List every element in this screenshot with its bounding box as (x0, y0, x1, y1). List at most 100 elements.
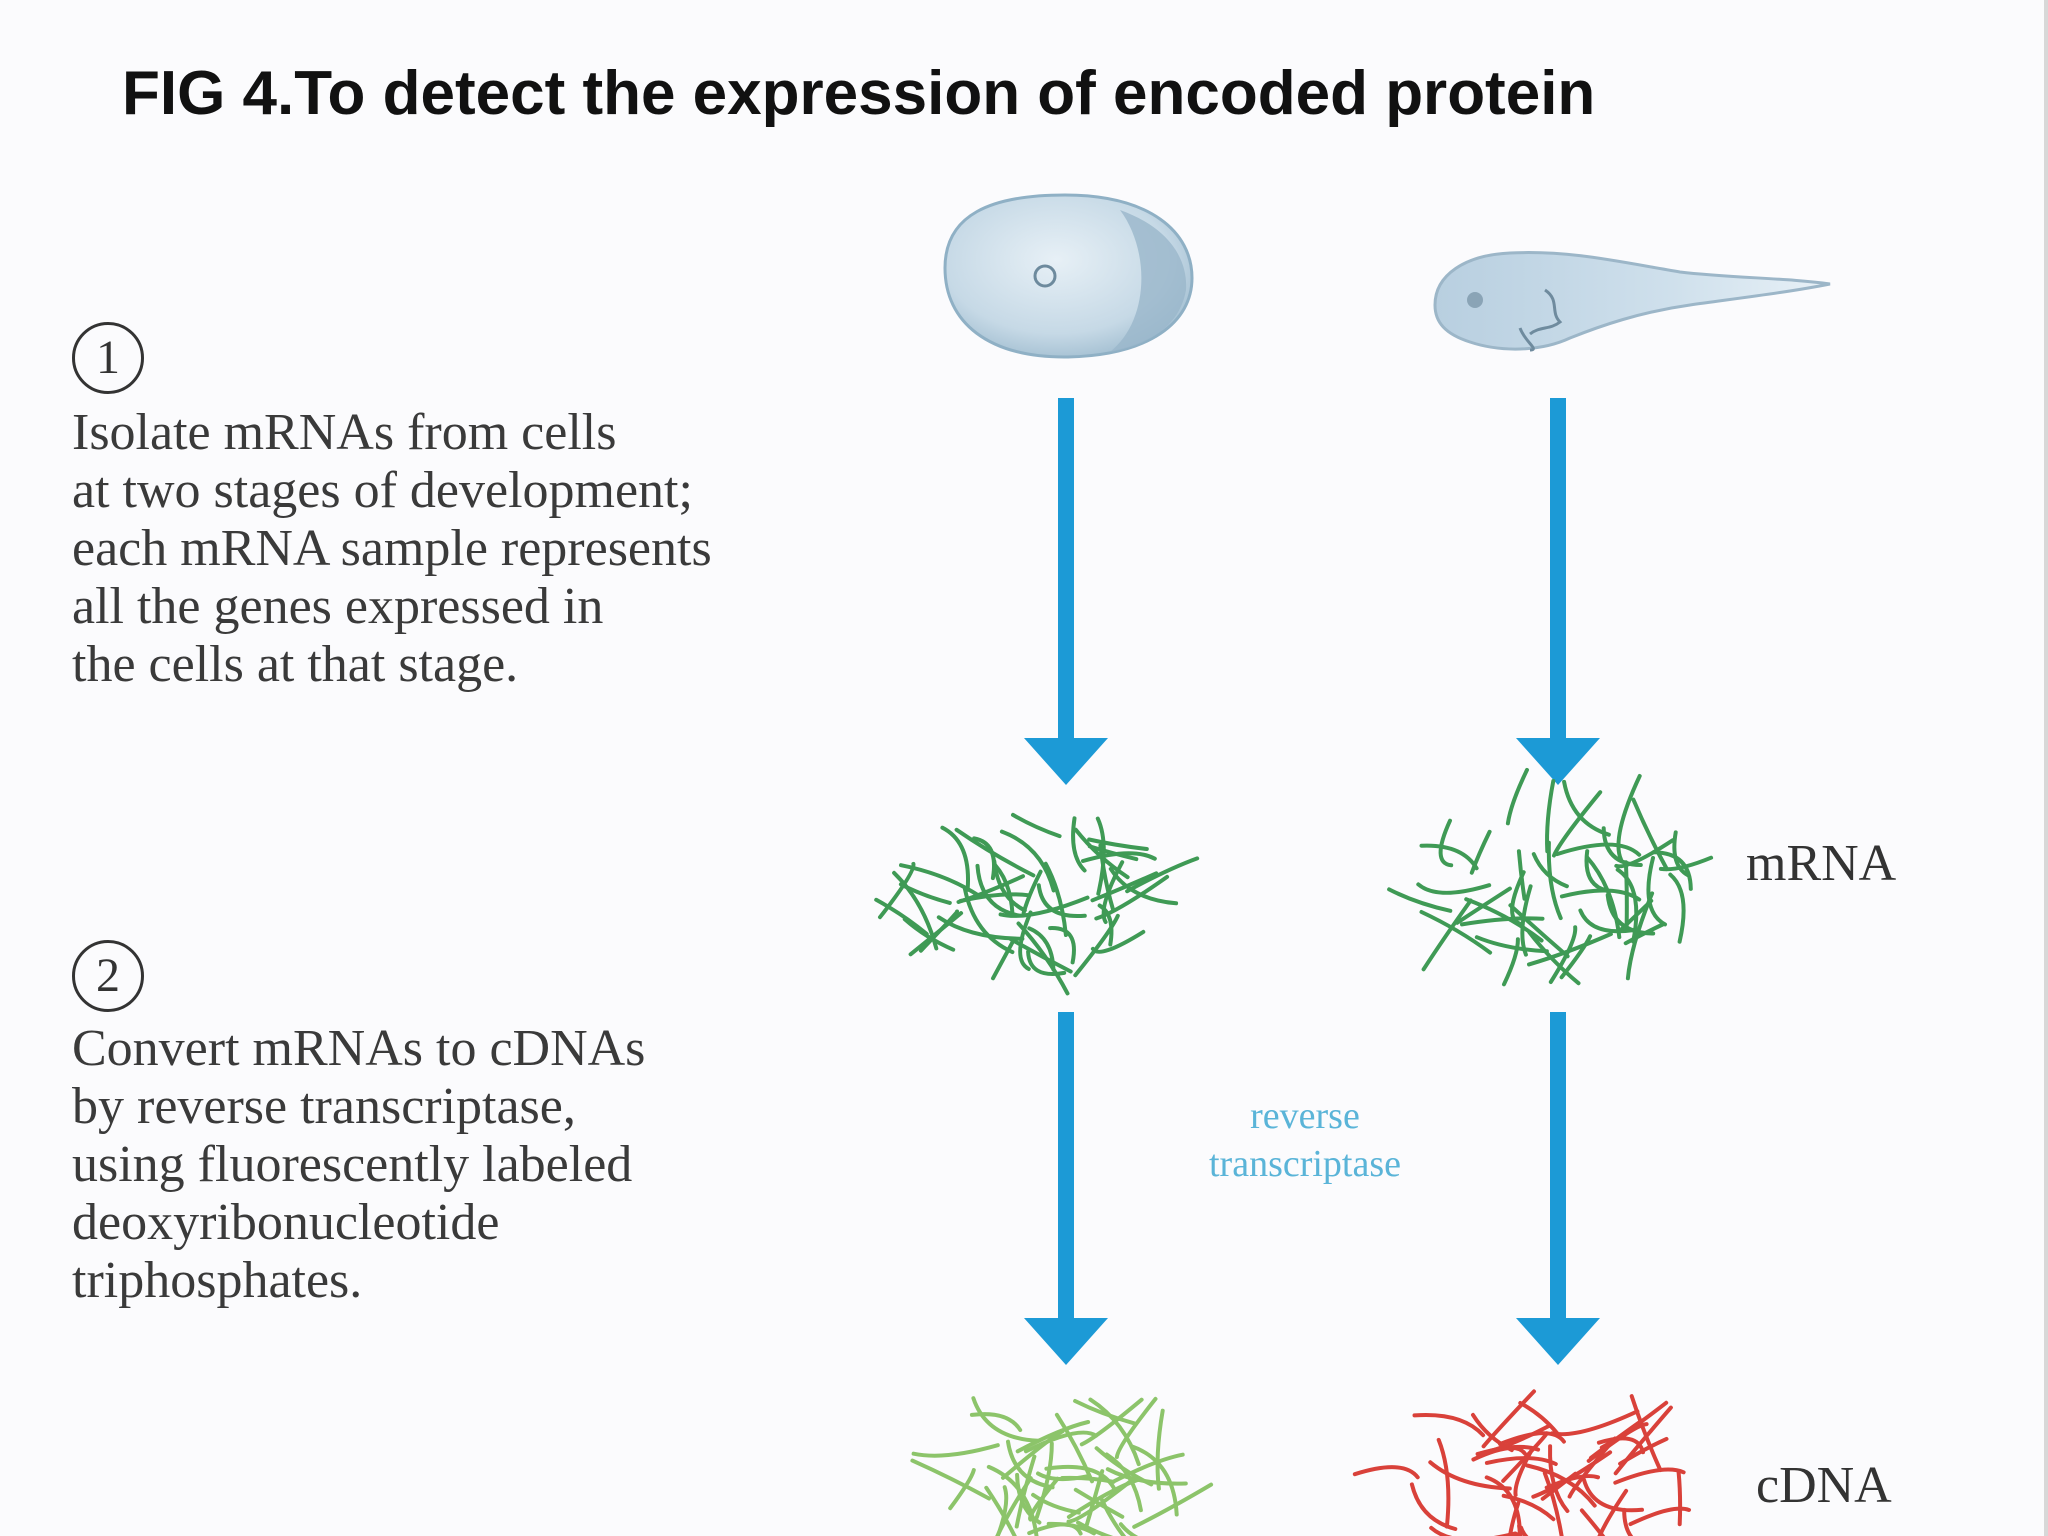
strand (1387, 887, 1453, 913)
strand (1429, 1525, 1518, 1536)
strand (1076, 1520, 1114, 1536)
strand (1155, 1408, 1165, 1491)
strand (1676, 1470, 1683, 1527)
strand (1542, 1471, 1564, 1536)
strand (1597, 1488, 1629, 1536)
strand (936, 915, 1025, 941)
step-1-text: Isolate mRNAs from cells at two stages o… (72, 404, 712, 693)
strand (962, 886, 1015, 955)
strand (971, 1396, 1041, 1443)
strand (878, 861, 916, 920)
step-2-text: Convert mRNAs to cDNAs by reverse transc… (72, 1020, 646, 1309)
strand (1527, 930, 1581, 986)
step-2-number: 2 (72, 940, 144, 1012)
strand (1054, 1412, 1094, 1484)
strand (1469, 829, 1492, 875)
reverse-transcriptase-label: reverse transcriptase (1208, 1095, 1402, 1185)
strand (1631, 797, 1669, 871)
strand (1088, 1397, 1141, 1467)
strand (1628, 1506, 1691, 1527)
strand (1118, 1522, 1139, 1536)
strand (1519, 1525, 1529, 1536)
strand (1043, 861, 1068, 937)
strand (1087, 844, 1139, 862)
strand (1090, 871, 1159, 903)
strand (1505, 767, 1529, 826)
strand (1026, 949, 1067, 976)
arrow-egg-to-mrna (1024, 398, 1108, 785)
strand (1546, 840, 1563, 921)
strand (1548, 925, 1578, 984)
page-edge (2044, 0, 2048, 1536)
strand (1421, 898, 1473, 972)
strand (1544, 1474, 1600, 1490)
mrna-label: mRNA (1746, 835, 1897, 892)
strand (1031, 1492, 1081, 1515)
cdna-label: cDNA (1756, 1457, 1892, 1514)
strand (1555, 842, 1642, 857)
cdna-cluster-stage-2 (1352, 1389, 1691, 1536)
strand (1416, 882, 1492, 895)
strand (1438, 818, 1454, 868)
strand (1027, 1522, 1083, 1536)
strand (1079, 1397, 1144, 1447)
strand (911, 1443, 1000, 1458)
strand (940, 825, 971, 892)
figure-title: FIG 4.To detect the expression of encode… (122, 59, 1596, 128)
strand (975, 863, 1021, 918)
strand (1484, 1475, 1522, 1536)
strand (1601, 826, 1643, 867)
mrna-cluster-stage-1 (874, 812, 1200, 996)
strand (899, 863, 982, 899)
strand (908, 911, 964, 957)
strand (1559, 888, 1642, 902)
strand (1618, 1436, 1669, 1466)
strand (1518, 1401, 1559, 1435)
strand (1596, 1436, 1645, 1455)
strand (1409, 1482, 1458, 1531)
strand (1036, 883, 1087, 919)
strand (1008, 937, 1073, 974)
strand (1474, 935, 1549, 954)
egg-cell-icon (943, 193, 1194, 359)
strand (874, 897, 929, 936)
strand (991, 937, 1016, 981)
strand (1044, 1464, 1117, 1492)
strand (1622, 1507, 1634, 1536)
strand (1651, 850, 1693, 891)
strand (1081, 851, 1157, 863)
strand (1048, 926, 1076, 965)
arrow-tadpole-to-mrna (1516, 398, 1600, 785)
strand (1034, 1441, 1054, 1520)
strand (910, 1458, 991, 1501)
strand (1475, 1423, 1552, 1456)
strand (984, 1485, 1017, 1536)
tadpole-icon (1433, 251, 1831, 352)
strand (1087, 837, 1149, 851)
strand (1481, 1389, 1536, 1449)
strand (993, 863, 1015, 914)
strand (1436, 1437, 1451, 1529)
strand (999, 829, 1056, 893)
arrow-mrna-to-cdna-left (1024, 1012, 1108, 1365)
strand (1616, 774, 1642, 862)
strand (1073, 1399, 1137, 1426)
strand (1094, 1446, 1154, 1487)
strand (1114, 1396, 1158, 1459)
strand (1015, 1420, 1091, 1454)
mrna-cluster-stage-2 (1387, 767, 1714, 987)
strand (1614, 838, 1675, 869)
strand (1028, 1476, 1060, 1522)
strand (902, 917, 956, 952)
strand (1428, 1460, 1512, 1491)
strand (998, 895, 1090, 918)
strand (1419, 910, 1493, 955)
strand (1545, 779, 1556, 854)
arrow-mrna-to-cdna-right (1516, 1012, 1600, 1365)
strand (1027, 926, 1056, 972)
strand (1073, 913, 1120, 978)
strand (1510, 870, 1526, 926)
strand (1352, 1465, 1420, 1480)
strand (1559, 934, 1593, 980)
